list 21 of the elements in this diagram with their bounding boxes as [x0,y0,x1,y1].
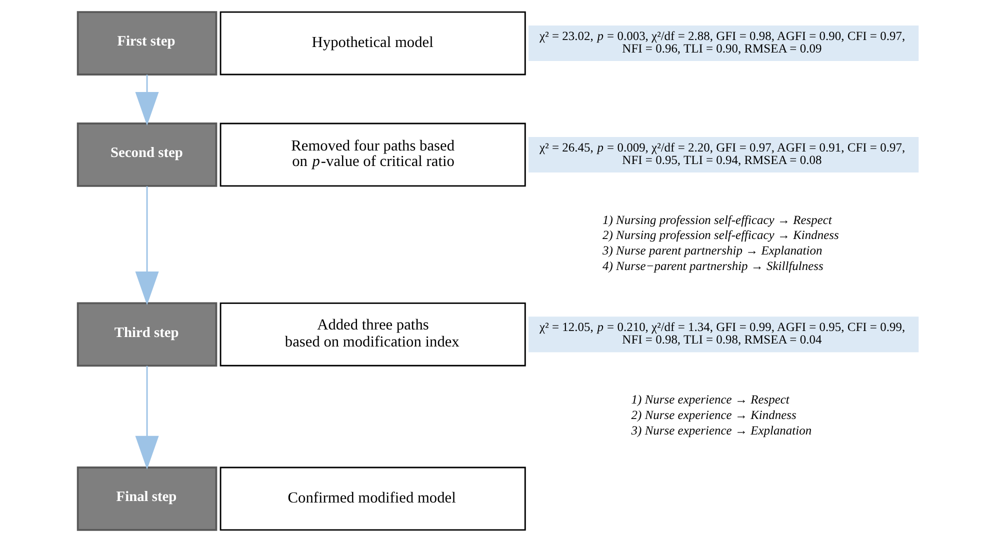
node-box: Added three paths based on modification index [219,302,526,366]
label: 3) Nurse parent partnership → Explanation [602,244,822,258]
label: 2) Nursing profession self-efficacy → Kindness [602,228,838,242]
arrow [134,366,158,470]
label: 2) Nurse experience → Kindness [630,408,796,422]
label: 4) Nurse−parent partnership → Skillfulness [602,258,823,273]
label: 3) Nurse experience → Explanation [630,423,812,438]
label: 1) Nurse experience → Respect [630,392,789,407]
arrow [134,74,158,126]
node-box: Second step [76,122,217,187]
node-box: Hypothetical model [219,11,526,76]
node-box: Third step [76,302,217,367]
label: 1) Nursing profession self-efficacy → Respect [602,212,832,227]
node-box: First step [76,11,217,76]
node-box: Final step [76,466,217,531]
node-box: χ² = 12.05, p = 0.210, χ²/df = 1.34, GFI = 0.99, AGFI = 0.95, CFI = 0.99, NFI = 0.98, TLI = 0.98, RMSEA = 0.04 [528,316,918,352]
node-box: Confirmed modified model [219,466,526,531]
node-box: χ² = 26.45, p = 0.009, χ²/df = 2.20, GFI = 0.97, AGFI = 0.91, CFI = 0.97, NFI = 0.95, TLI = 0.94, RMSEA = 0.08 [528,136,918,172]
node-box: Removed four paths based on p-value of critical ratio [219,122,526,187]
node-box: χ² = 23.02, p = 0.003, χ²/df = 2.88, GFI = 0.98, AGFI = 0.90, CFI = 0.97, NFI = 0.96, TLI = 0.90, RMSEA = 0.09 [528,26,918,62]
arrow [134,186,158,306]
